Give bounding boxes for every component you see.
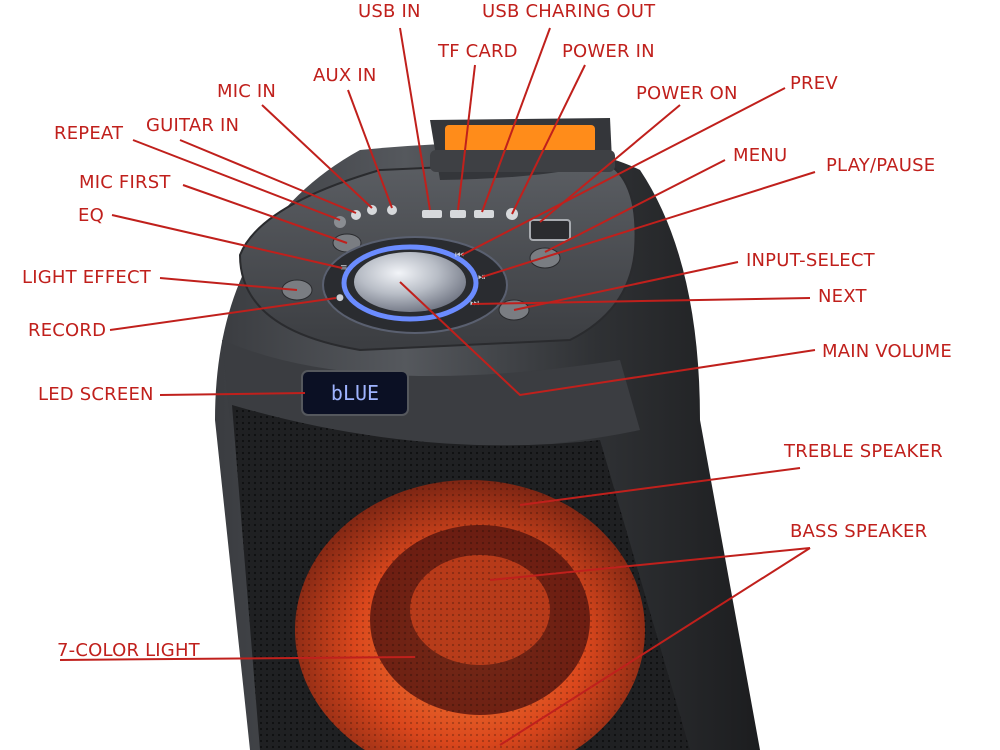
label-next: NEXT [818, 286, 867, 307]
label-usb-in: USB IN [358, 1, 421, 22]
leader-main-volume [399, 281, 816, 397]
label-repeat: REPEAT [54, 123, 124, 144]
leader-tf-card [457, 64, 476, 211]
leader-mic-in [261, 104, 373, 209]
leader-repeat [132, 139, 341, 221]
leader-prev [461, 87, 786, 256]
leader-play-pause [481, 171, 816, 278]
label-mic-first: MIC FIRST [79, 172, 171, 193]
led-screen-text: bLUE [331, 381, 379, 405]
usb-charging-out-port[interactable] [474, 210, 494, 218]
leader-treble-speaker [519, 467, 801, 506]
leader-next [471, 297, 811, 305]
label-usb-charing-out: USB CHARING OUT [482, 1, 656, 22]
handle-glow [445, 125, 595, 153]
aux-in-jack[interactable] [387, 205, 397, 215]
label-main-volume: MAIN VOLUME [822, 341, 952, 362]
power-on-switch[interactable] [529, 219, 571, 241]
leader-aux-in [347, 89, 393, 209]
leader-mic-first [182, 184, 348, 244]
label-light-effect: LIGHT EFFECT [22, 267, 151, 288]
handle-bar [430, 150, 615, 172]
label-tf-card: TF CARD [438, 41, 518, 62]
mic-in-jack[interactable] [367, 205, 377, 215]
front-face [222, 340, 640, 448]
grille-mesh-overlay [232, 405, 690, 750]
label-bass-speaker: BASS SPEAKER [790, 521, 928, 542]
label-eq: EQ [78, 205, 104, 226]
record-icon[interactable]: ● [336, 293, 344, 303]
label-aux-in: AUX IN [313, 65, 377, 86]
eq-icon[interactable]: ≡ [340, 263, 348, 273]
leader-usb-charing-out [481, 27, 551, 213]
leader-seven-color-light [59, 656, 416, 661]
speaker-body [215, 118, 760, 750]
leader-usb-in [399, 27, 431, 211]
label-power-on: POWER ON [636, 83, 738, 104]
top-controls: ⏮ ⏯ ⏭ ≡ ● [281, 205, 571, 334]
label-seven-color-light: 7-COLOR LIGHT [57, 640, 200, 661]
prev-icon[interactable]: ⏮ [455, 250, 464, 261]
tf-card-slot[interactable] [450, 210, 466, 218]
knob-led-ring [341, 244, 479, 322]
leader-power-in [511, 64, 586, 215]
leader-bass-speaker-2 [499, 547, 811, 746]
label-led-screen: LED SCREEN [38, 384, 154, 405]
label-guitar-in: GUITAR IN [146, 115, 240, 136]
label-treble-speaker: TREBLE SPEAKER [784, 441, 943, 462]
label-mic-in: MIC IN [217, 81, 277, 102]
label-play-pause: PLAY/PAUSE [826, 155, 936, 176]
leader-eq [111, 214, 343, 269]
leader-lines [59, 27, 816, 746]
label-input-select: INPUT-SELECT [746, 250, 875, 271]
usb-in-port[interactable] [422, 210, 442, 218]
leader-menu [544, 159, 726, 253]
leader-bass-speaker-1 [489, 547, 811, 581]
main-volume-knob[interactable] [354, 252, 466, 312]
leader-record [109, 297, 337, 331]
label-record: RECORD [28, 320, 107, 341]
play-pause-icon[interactable]: ⏯ [478, 272, 486, 283]
leader-guitar-in [179, 139, 357, 214]
label-power-in: POWER IN [562, 41, 655, 62]
leader-led-screen [159, 392, 306, 396]
label-menu: MENU [733, 145, 788, 166]
leader-light-effect [159, 277, 298, 291]
label-prev: PREV [790, 73, 838, 94]
